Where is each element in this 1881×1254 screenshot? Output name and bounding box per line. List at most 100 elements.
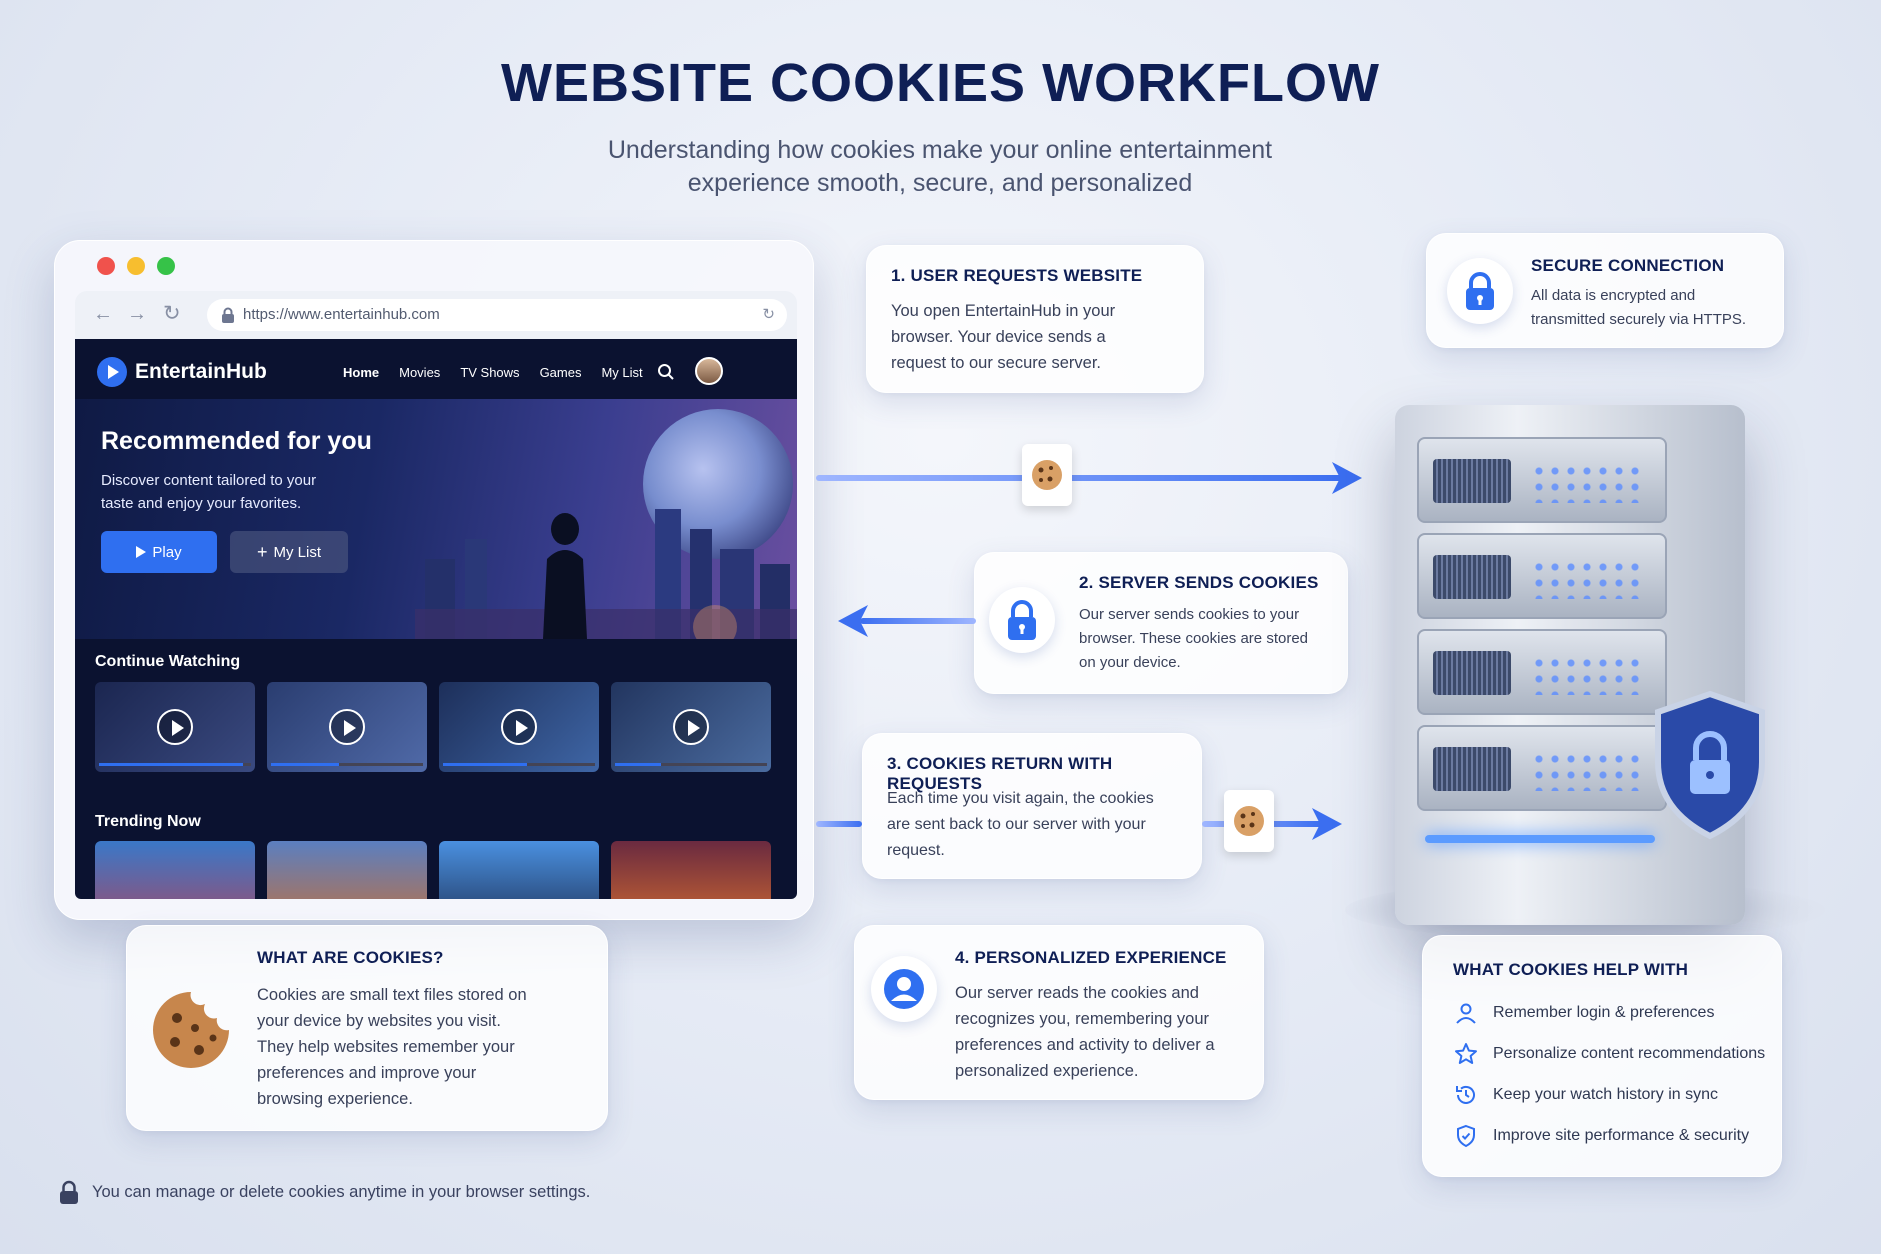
what-are-cookies-text: Cookies are small text files stored on y… <box>257 986 527 1108</box>
help-title: WHAT COOKIES HELP WITH <box>1453 960 1689 979</box>
trending-thumb[interactable] <box>611 841 771 899</box>
minimize-dot[interactable] <box>127 257 145 275</box>
hero-text: Discover content tailored to your taste … <box>101 472 317 512</box>
step-3-title: 3. COOKIES RETURN WITH REQUESTS <box>887 754 1113 793</box>
server-unit <box>1417 437 1667 523</box>
step-4-card: 4. PERSONALIZED EXPERIENCE Our server re… <box>854 925 1264 1100</box>
play-circle-icon[interactable] <box>673 709 709 745</box>
hero-title: Recommended for you <box>101 427 372 455</box>
nav-home[interactable]: Home <box>343 365 380 380</box>
server-illustration <box>1395 405 1745 925</box>
history-icon <box>1456 1085 1475 1104</box>
lock-icon <box>1466 272 1494 310</box>
arrow-right-icon <box>1332 462 1362 494</box>
reload-icon[interactable]: ↻ <box>163 302 181 325</box>
help-item: Improve site performance & security <box>1451 1115 1765 1156</box>
close-dot[interactable] <box>97 257 115 275</box>
secure-text: All data is encrypted and transmitted se… <box>1531 287 1747 328</box>
plus-icon: + <box>256 541 268 562</box>
city-skyline <box>415 509 797 639</box>
server-lock-badge <box>989 587 1055 653</box>
nav-tv-shows[interactable]: TV Shows <box>460 365 520 380</box>
back-icon[interactable]: ← <box>93 303 113 325</box>
cookie-icon <box>1234 806 1264 836</box>
server-unit <box>1417 533 1667 619</box>
play-circle-icon[interactable] <box>157 709 193 745</box>
step-4-text: Our server reads the cookies and recogni… <box>955 984 1215 1080</box>
step-1-text: You open EntertainHub in your browser. Y… <box>891 302 1116 372</box>
footer-note: You can manage or delete cookies anytime… <box>58 1180 590 1204</box>
arrow-right-icon <box>1312 808 1342 840</box>
step-1-title: 1. USER REQUESTS WEBSITE <box>891 266 1143 285</box>
cookie-response-arrow-line <box>860 618 976 624</box>
continue-thumb[interactable] <box>267 682 427 772</box>
star-icon <box>1455 1042 1477 1064</box>
maximize-dot[interactable] <box>157 257 175 275</box>
cookie-file-icon <box>1022 444 1072 506</box>
trending-thumb[interactable] <box>267 841 427 899</box>
browser-window: ← → ↻ https://www.entertainhub.com ↻ Ent… <box>54 240 814 920</box>
step-2-card: 2. SERVER SENDS COOKIES Our server sends… <box>974 552 1348 694</box>
secure-connection-card: SECURE CONNECTION All data is encrypted … <box>1426 233 1784 348</box>
lock-icon <box>222 307 234 323</box>
search-icon[interactable] <box>657 363 675 381</box>
address-bar-area: ← → ↻ https://www.entertainhub.com ↻ <box>75 291 797 339</box>
nav-my-list[interactable]: My List <box>601 365 643 380</box>
website-screen: EntertainHub Home Movies TV Shows Games … <box>75 339 797 899</box>
lock-icon <box>1008 600 1036 640</box>
forward-icon[interactable]: → <box>127 303 147 325</box>
secure-title: SECURE CONNECTION <box>1531 256 1725 275</box>
trending-thumb[interactable] <box>95 841 255 899</box>
url-text: https://www.entertainhub.com <box>243 306 440 323</box>
step-2-title: 2. SERVER SENDS COOKIES <box>1079 573 1319 592</box>
continue-thumb[interactable] <box>611 682 771 772</box>
help-card: WHAT COOKIES HELP WITH Remember login & … <box>1422 935 1782 1177</box>
step-3-card: 3. COOKIES RETURN WITH REQUESTS Each tim… <box>862 733 1202 879</box>
continue-thumb[interactable] <box>439 682 599 772</box>
my-list-button[interactable]: + My List <box>230 531 348 573</box>
continue-thumb[interactable] <box>95 682 255 772</box>
page-subtitle: Understanding how cookies make your onli… <box>607 136 1273 197</box>
hero-banner: Recommended for you Discover content tai… <box>75 399 797 639</box>
continue-watching-heading: Continue Watching <box>95 653 241 670</box>
progress-bar <box>443 763 527 766</box>
url-bar[interactable]: https://www.entertainhub.com ↻ <box>207 299 787 331</box>
play-button[interactable]: Play <box>101 531 217 573</box>
return-arrow-line-left <box>816 821 862 827</box>
play-logo-icon <box>97 357 127 387</box>
site-logo[interactable]: EntertainHub <box>97 357 267 387</box>
step-4-title: 4. PERSONALIZED EXPERIENCE <box>955 948 1227 967</box>
help-item: Personalize content recommendations <box>1451 1033 1765 1074</box>
page-title: WEBSITE COOKIES WORKFLOW <box>501 53 1380 113</box>
cookie-icon <box>1032 460 1062 490</box>
trending-row <box>95 841 771 899</box>
site-nav: Home Movies TV Shows Games My List <box>343 365 643 380</box>
help-list: Remember login & preferences Personalize… <box>1451 992 1765 1156</box>
progress-bar <box>615 763 661 766</box>
server-unit <box>1417 725 1667 811</box>
trending-thumb[interactable] <box>439 841 599 899</box>
avatar[interactable] <box>695 357 723 385</box>
user-icon <box>1456 1003 1476 1024</box>
progress-bar <box>99 763 244 766</box>
refresh-small-icon[interactable]: ↻ <box>762 306 775 323</box>
nav-games[interactable]: Games <box>539 365 582 380</box>
server-unit <box>1417 629 1667 715</box>
arrow-left-icon <box>838 605 868 637</box>
what-are-cookies-card: WHAT ARE COOKIES? Cookies are small text… <box>126 925 608 1131</box>
nav-movies[interactable]: Movies <box>399 365 441 380</box>
play-icon <box>136 546 147 558</box>
lock-icon <box>60 1180 78 1204</box>
help-item: Keep your watch history in sync <box>1451 1074 1765 1115</box>
shield-lock-icon <box>1655 690 1765 840</box>
play-circle-icon[interactable] <box>501 709 537 745</box>
shield-check-icon <box>1457 1124 1475 1147</box>
secure-lock-badge <box>1447 258 1513 324</box>
personal-badge <box>871 956 937 1022</box>
request-arrow-line <box>816 475 1346 481</box>
help-item: Remember login & preferences <box>1451 992 1765 1033</box>
step-1-card: 1. USER REQUESTS WEBSITE You open Entert… <box>866 245 1204 393</box>
step-3-text: Each time you visit again, the cookies a… <box>887 790 1154 859</box>
user-circle-icon <box>884 969 924 1009</box>
play-circle-icon[interactable] <box>329 709 365 745</box>
